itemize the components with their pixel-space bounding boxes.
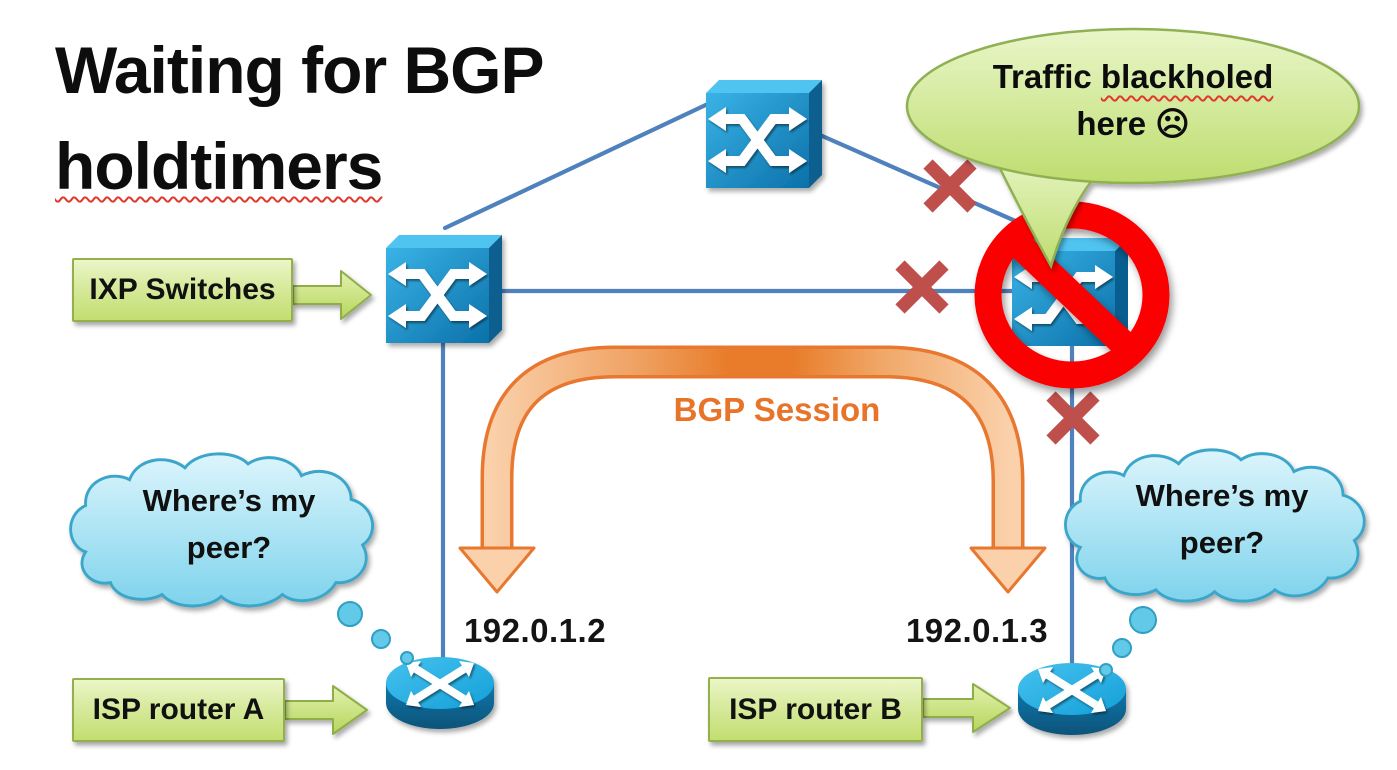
callout-line-1: Traffic blackholed (953, 53, 1313, 100)
callout-traffic-blackholed: Traffic blackholed here ☹ (953, 53, 1313, 147)
bgp-arrowhead-right (969, 546, 1047, 594)
bgp-session-label: BGP Session (673, 391, 881, 428)
label-isp-router-b-text: ISP router B (729, 692, 902, 726)
callout-line-2: here ☹ (1076, 105, 1190, 142)
ixp-switch-left-icon (386, 235, 502, 343)
label-ixp-switches: IXP Switches (72, 258, 293, 322)
thought-left-line-2: peer? (186, 530, 272, 565)
router-b-ip-address: 192.0.1.3 (905, 612, 1049, 649)
thought-bubble-dot (400, 651, 414, 665)
green-block-arrow-icon-ixp (292, 270, 372, 320)
bgp-arrow-body (484, 349, 1021, 552)
green-pointer-arrows (284, 270, 1011, 735)
speech-bubble-icon (905, 27, 1361, 270)
thought-bubble-dot (1112, 638, 1132, 658)
callout-word-blackholed: blackholed (1100, 58, 1274, 95)
red-x-icon-middle-link (900, 265, 944, 309)
ixp-switch-top-icon (706, 80, 822, 188)
network-links (440, 99, 1075, 675)
thought-trail-bubbles (337, 601, 1157, 677)
router-a-ip-address: 192.0.1.2 (463, 612, 607, 649)
thought-bubble-dot (1099, 663, 1113, 677)
green-block-arrow-icon-isp-a (284, 685, 368, 735)
thought-text-left: Where’s my peer? (100, 477, 358, 571)
thought-right-line-1: Where’s my (1135, 478, 1309, 513)
bgp-arrowhead-left (458, 546, 536, 594)
thought-right-line-2: peer? (1179, 525, 1265, 560)
label-ixp-switches-text: IXP Switches (89, 273, 276, 306)
page-title: Waiting for BGP holdtimers (55, 22, 615, 214)
label-isp-router-a: ISP router A (72, 678, 285, 742)
green-block-arrow-icon-isp-b (922, 683, 1011, 733)
thought-left-line-1: Where’s my (142, 483, 316, 518)
label-isp-router-a-text: ISP router A (92, 693, 265, 726)
thought-bubble-dot (1129, 606, 1157, 634)
label-isp-router-b: ISP router B (708, 677, 923, 742)
link-left-to-top-switch (442, 99, 715, 231)
title-line-2: holdtimers (55, 118, 615, 214)
bgp-session-arrow (458, 345, 1047, 594)
title-line-1: Waiting for BGP (55, 33, 545, 107)
router-a-icon (386, 657, 494, 729)
thought-bubble-dot (337, 601, 363, 627)
thought-text-right: Where’s my peer? (1092, 472, 1352, 566)
thought-bubble-dot (371, 629, 391, 649)
callout-word-traffic: Traffic (992, 58, 1092, 95)
title-underlined-word: holdtimers (55, 129, 383, 203)
speech-bubble-body (905, 27, 1361, 185)
